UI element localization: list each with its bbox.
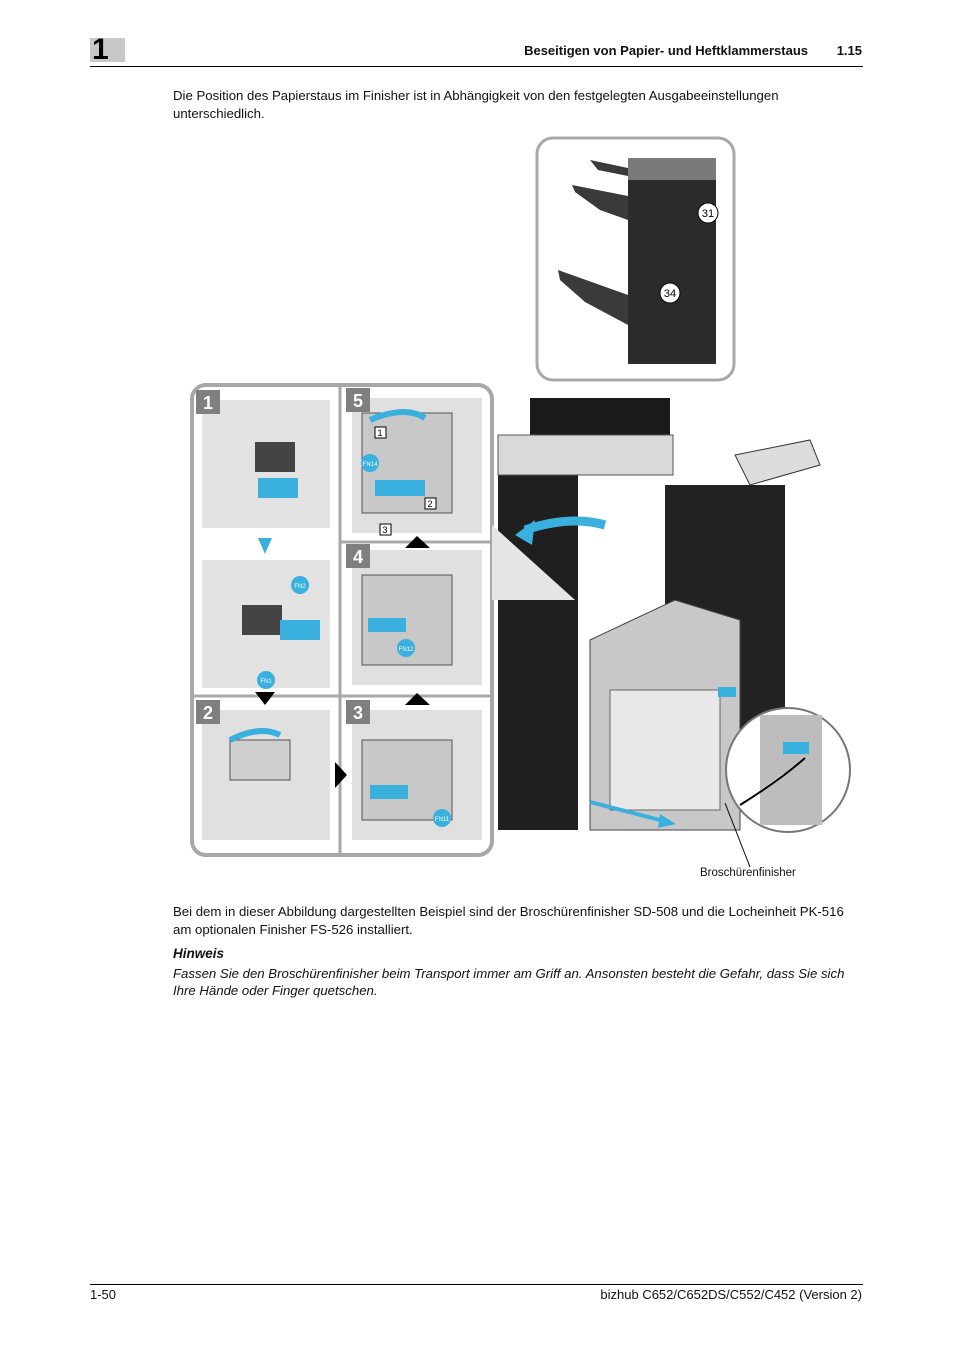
finisher-illustration-svg: 31 34 1 (190, 136, 851, 868)
fn14-tag (361, 454, 379, 472)
chapter-number: 1 (92, 33, 109, 66)
svg-text:FN12: FN12 (399, 647, 414, 653)
svg-text:2: 2 (427, 499, 432, 509)
fn2-tag (291, 576, 309, 594)
output-tray-lower (558, 270, 628, 325)
step-1-badge (196, 390, 220, 414)
fn12-tag (397, 639, 415, 657)
step-5-label: 5 (353, 391, 363, 411)
callout-31 (697, 202, 719, 224)
hint-text: Fassen Sie den Broschürenfinisher beim T… (173, 966, 845, 998)
svg-text:1: 1 (377, 428, 382, 438)
step-4-badge (346, 544, 370, 568)
footer-rule (90, 1284, 863, 1285)
main-finisher-door (498, 450, 578, 830)
step-1-down-arrow (258, 538, 272, 554)
finisher-illustration: 31 34 1 (180, 130, 860, 890)
svg-text:FN2: FN2 (294, 584, 306, 590)
step-3-label: 3 (353, 703, 363, 723)
step-2-right-arrow (335, 762, 347, 788)
section-title: Beseitigen von Papier- und Heftklammerst… (524, 43, 808, 58)
svg-text:FN11: FN11 (435, 817, 450, 823)
intro-paragraph: Die Position des Papierstaus im Finisher… (173, 88, 779, 121)
svg-text:FN1: FN1 (260, 679, 272, 685)
step-2-badge (196, 700, 220, 724)
step-3-up-arrow (405, 693, 430, 705)
step-1b-down-arrow (255, 692, 275, 705)
caption-leader (724, 802, 751, 868)
step-2-label: 2 (203, 703, 213, 723)
callout-34-text: 34 (664, 288, 676, 300)
svg-text:FN14: FN14 (363, 462, 378, 468)
step-3-badge (346, 700, 370, 724)
callout-34 (659, 282, 681, 304)
section-number: 1.15 (836, 43, 862, 58)
output-tray-middle (572, 185, 628, 220)
step-1-label: 1 (203, 393, 213, 413)
hand (739, 757, 806, 806)
document-feeder (530, 398, 670, 440)
hint-title: Hinweis (173, 946, 225, 961)
output-tray-upper (590, 160, 628, 176)
page-number: 1-50 (90, 1287, 117, 1302)
fn11-tag-step3 (433, 809, 451, 827)
header-rule (90, 66, 863, 67)
step-4-label: 4 (353, 547, 363, 567)
control-panel (734, 439, 821, 486)
figure-caption: Broschürenfinisher (700, 867, 796, 879)
step-4-up-arrow (405, 536, 430, 548)
callout-31-text: 31 (702, 208, 714, 220)
model-name: bizhub C652/C652DS/C552/C452 (Version 2) (600, 1287, 862, 1302)
step-5-badge (346, 388, 370, 412)
fn1-tag (257, 671, 275, 689)
svg-text:3: 3 (382, 525, 387, 535)
finisher-body (628, 158, 716, 364)
pull-out-arrow (589, 800, 661, 822)
body-paragraph: Bei dem in dieser Abbildung dargestellte… (173, 904, 844, 937)
chapter-box (90, 38, 125, 62)
zoom-wedge (492, 525, 575, 600)
booklet-handle-mark (718, 687, 736, 697)
paper-exit-area (497, 434, 674, 476)
